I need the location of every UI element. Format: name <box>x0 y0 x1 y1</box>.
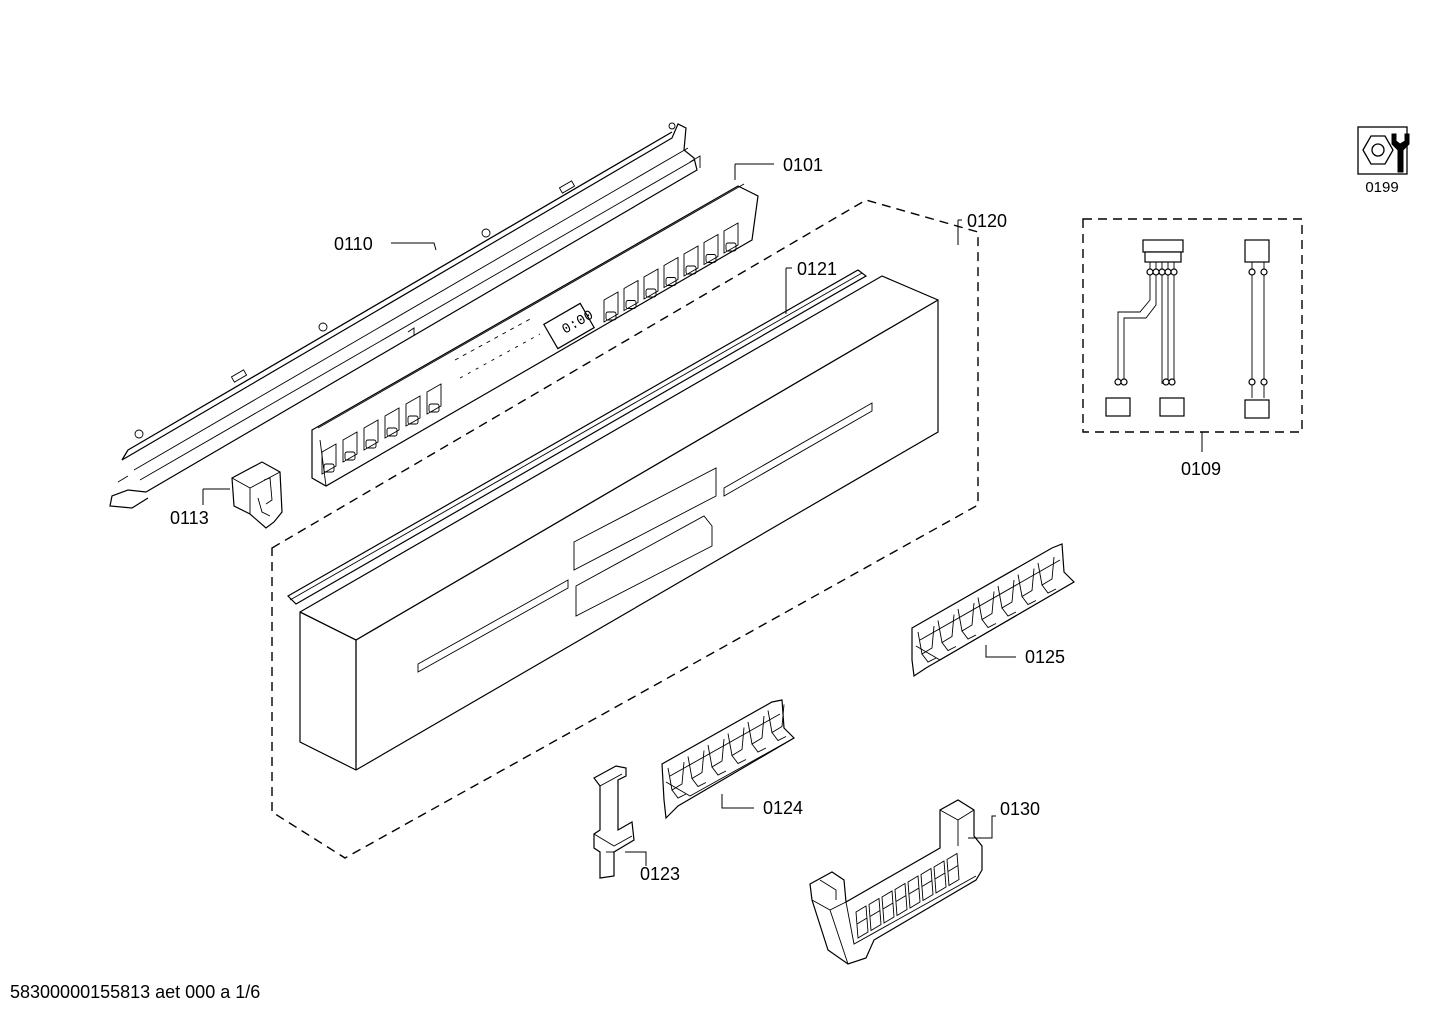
callout-0120: 0120 <box>967 211 1007 231</box>
callout-0110: 0110 <box>334 234 373 254</box>
callout-0130: 0130 <box>1000 799 1040 819</box>
callout-0121: 0121 <box>797 259 837 279</box>
part-0121-trim-strip <box>287 269 868 605</box>
callout-0199: 0199 <box>1365 179 1398 196</box>
callout-0101: 0101 <box>783 155 823 175</box>
part-0113-clip <box>231 461 283 529</box>
callout-0125: 0125 <box>1025 647 1065 667</box>
callout-0124: 0124 <box>763 798 803 818</box>
part-0123-push-rod <box>593 765 635 879</box>
part-0120-control-panel-fascia <box>299 275 939 771</box>
callout-0113: 0113 <box>170 508 209 528</box>
document-code: 58300000155813 aet 000 a 1/6 <box>10 982 260 1002</box>
callout-0109: 0109 <box>1181 459 1221 479</box>
part-0110-mounting-rail <box>109 122 701 509</box>
part-0109-cable-set <box>1082 218 1303 433</box>
part-0124-key-bracket <box>661 699 795 820</box>
part-0130-key-carrier <box>809 799 983 965</box>
wrench-and-nut-icon <box>1357 126 1410 175</box>
part-0125-key-bracket <box>911 543 1075 678</box>
callout-0123: 0123 <box>640 864 680 884</box>
part-0101-control-module: 0:00 <box>311 183 759 487</box>
